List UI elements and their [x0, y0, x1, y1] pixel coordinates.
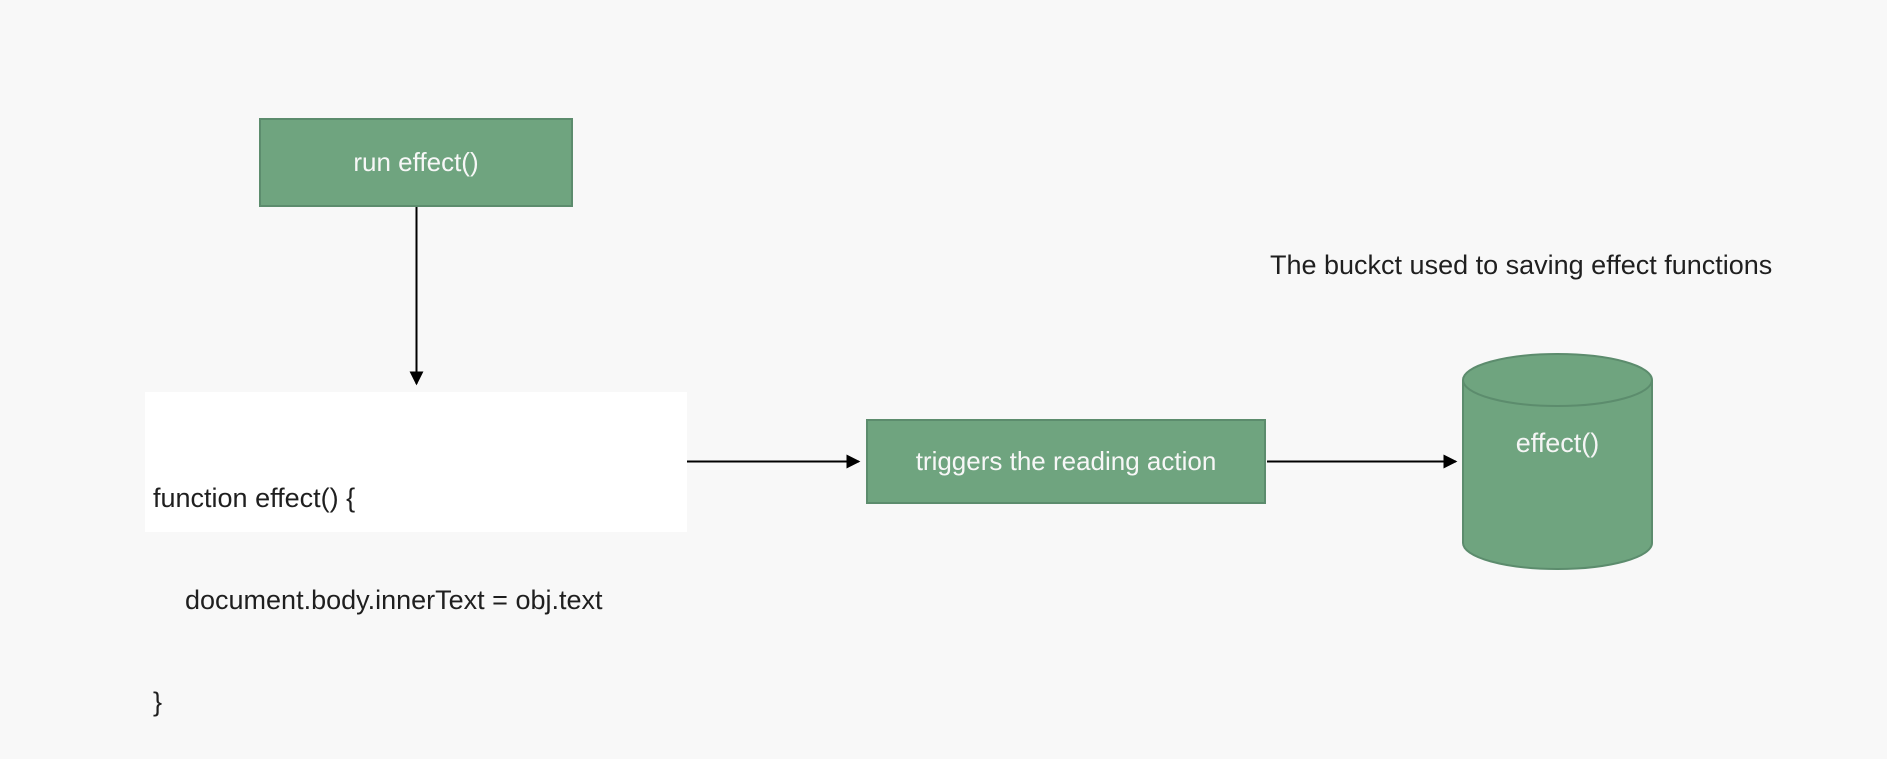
bucket-label: effect(): [1515, 428, 1600, 458]
code-line-1: function effect() {: [153, 483, 356, 513]
cylinder-shape-icon: [1462, 353, 1653, 570]
effect-code-block: function effect() { document.body.innerT…: [145, 392, 687, 717]
bucket-caption: The buckct used to saving effect functio…: [1270, 250, 1773, 280]
effect-bucket-node: effect(): [1462, 353, 1653, 570]
trigger-label: triggers the reading action: [915, 446, 1217, 476]
run-effect-label: run effect(): [353, 147, 479, 177]
code-line-2: document.body.innerText = obj.text: [185, 585, 603, 615]
trigger-node: triggers the reading action: [866, 419, 1266, 504]
code-line-3: }: [153, 687, 163, 717]
run-effect-node: run effect(): [259, 118, 573, 207]
